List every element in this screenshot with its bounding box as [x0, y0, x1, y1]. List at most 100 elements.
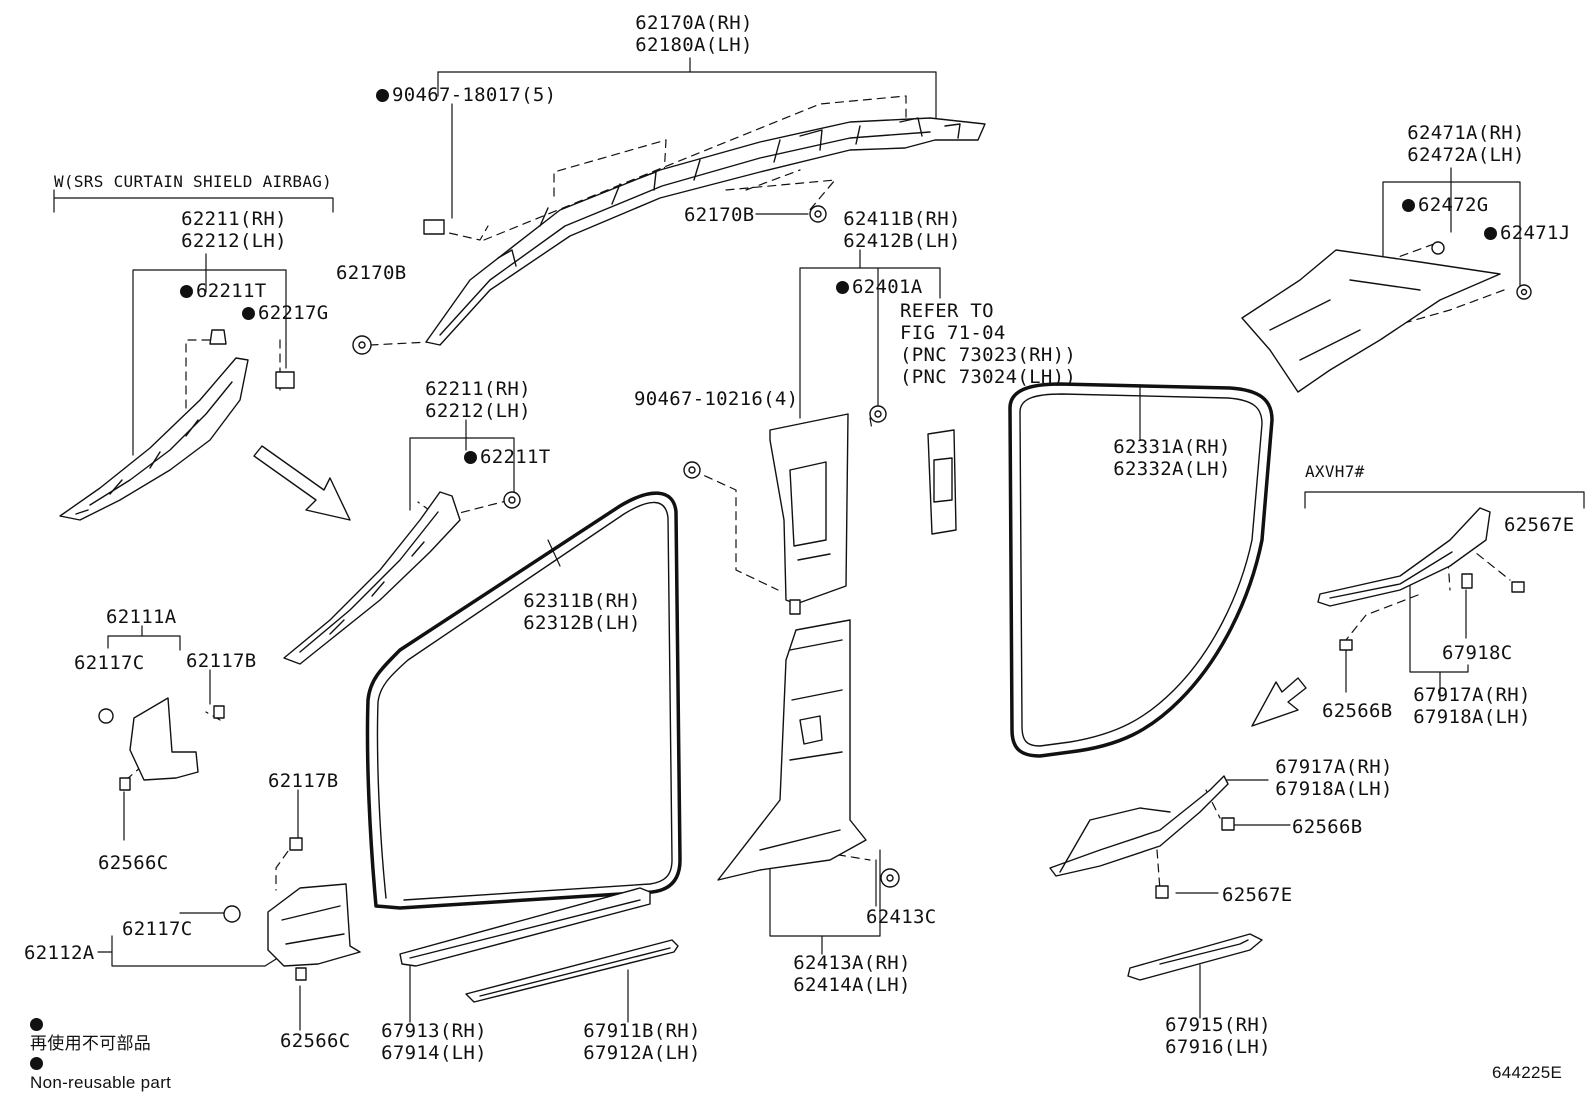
- non-reusable-dot-icon: [30, 1057, 43, 1070]
- callout-rear-step-axvh7[interactable]: 67917A(RH) 67918A(LH): [1413, 684, 1531, 728]
- front-step-cover: [399, 887, 651, 967]
- refer-line-3: (PNC 73023(RH)): [900, 344, 1077, 366]
- callout-rear-weatherstrip[interactable]: 62331A(RH) 62332A(LH): [1113, 436, 1231, 480]
- clip-62211T-lower: [503, 491, 521, 509]
- diagram-id: 644225E: [1492, 1063, 1563, 1082]
- direction-arrow-1: [253, 445, 351, 521]
- callout-62566B-a[interactable]: 62566B: [1322, 700, 1393, 722]
- callout-c-pillar[interactable]: 62471A(RH) 62472A(LH): [1407, 122, 1525, 166]
- callout-b-pillar-lower[interactable]: 62413A(RH) 62414A(LH): [793, 952, 911, 996]
- callout-front-weatherstrip[interactable]: 62311B(RH) 62312B(LH): [523, 590, 641, 634]
- non-reusable-dot-icon: [376, 89, 389, 102]
- clip-62566C-a: [119, 777, 131, 791]
- non-reusable-dot-icon: [180, 285, 193, 298]
- clip-62567E-a: [1511, 581, 1525, 593]
- clip-62211T-upper: [209, 329, 227, 345]
- callout-62401A[interactable]: 62401A: [836, 276, 922, 298]
- callout-62111A[interactable]: 62111A: [106, 606, 177, 628]
- direction-arrow-2: [1251, 677, 1307, 727]
- refer-note: REFER TO FIG 71-04 (PNC 73023(RH)) (PNC …: [900, 300, 1076, 388]
- callout-62170B-top[interactable]: 62170B: [684, 204, 755, 226]
- callout-62217G[interactable]: 62217G: [242, 302, 328, 324]
- rear-scuff-plate: [1127, 933, 1263, 981]
- callout-62566B-b[interactable]: 62566B: [1292, 816, 1363, 838]
- clip-62566C-b: [295, 967, 307, 981]
- cowl-side-trim-lower: [267, 883, 361, 967]
- rear-door-weatherstrip: [1008, 382, 1274, 758]
- callout-a-pillar-upper[interactable]: 62211(RH) 62212(LH): [181, 208, 287, 252]
- callout-62117B-b[interactable]: 62117B: [268, 770, 339, 792]
- b-pillar-garnish-upper: [769, 413, 849, 615]
- legend-line-jp: 再使用不可部品: [30, 1018, 171, 1057]
- clip-62566B-b: [1221, 817, 1235, 831]
- clip-62413C: [880, 868, 900, 888]
- callout-front-step[interactable]: 67913(RH) 67914(LH): [381, 1020, 487, 1064]
- clip-62471J: [1516, 284, 1532, 300]
- refer-line-1: REFER TO: [900, 300, 994, 322]
- callout-62117B-a[interactable]: 62117B: [186, 650, 257, 672]
- section-srs-airbag: W(SRS CURTAIN SHIELD AIRBAG): [54, 172, 333, 191]
- clip-62566B-a: [1339, 639, 1353, 651]
- c-pillar-garnish: [1241, 249, 1501, 393]
- callout-62117C-a[interactable]: 62117C: [74, 652, 145, 674]
- clip-62117B-b: [289, 837, 303, 851]
- callout-62170B-left[interactable]: 62170B: [336, 262, 407, 284]
- front-scuff-plate: [465, 939, 679, 1003]
- clip-62567E-b: [1155, 885, 1169, 899]
- callout-a-pillar-lower[interactable]: 62211(RH) 62212(LH): [425, 378, 531, 422]
- b-pillar-garnish-lower: [717, 619, 867, 881]
- a-pillar-garnish-upper: [59, 357, 295, 521]
- callout-62471J[interactable]: 62471J: [1484, 222, 1570, 244]
- callout-62413C[interactable]: 62413C: [866, 906, 937, 928]
- callout-b-pillar-upper[interactable]: 62411B(RH) 62412B(LH): [843, 208, 961, 252]
- callout-90467-10216[interactable]: 90467-10216(4): [634, 388, 799, 410]
- clip-62117C-b: [223, 905, 241, 923]
- leader-lines: [53, 57, 1585, 1031]
- legend-line-en: Non-reusable part: [30, 1057, 171, 1096]
- callout-62567E-a[interactable]: 62567E: [1504, 514, 1575, 536]
- rear-step-garnish: [1049, 775, 1229, 877]
- part-number-lh: 62180A(LH): [635, 34, 753, 56]
- section-axvh7: AXVH7#: [1305, 462, 1365, 481]
- callout-67918C[interactable]: 67918C: [1442, 642, 1513, 664]
- callout-62112A[interactable]: 62112A: [24, 942, 95, 964]
- legend: 再使用不可部品 Non-reusable part: [30, 1018, 171, 1096]
- front-door-weatherstrip: [365, 491, 682, 910]
- roof-side-garnish: [423, 117, 986, 346]
- clip-90467-10216: [683, 461, 701, 479]
- callout-rear-scuff[interactable]: 67915(RH) 67916(LH): [1165, 1014, 1271, 1058]
- callout-front-scuff[interactable]: 67911B(RH) 67912A(LH): [583, 1020, 701, 1064]
- callout-62211T-upper[interactable]: 62211T: [180, 280, 266, 302]
- non-reusable-dot-icon: [836, 281, 849, 294]
- seat-belt-anchor-cover: [927, 429, 957, 535]
- clip-62117C-a: [98, 708, 114, 724]
- callout-62472G[interactable]: 62472G: [1402, 194, 1488, 216]
- non-reusable-dot-icon: [1402, 199, 1415, 212]
- refer-line-2: FIG 71-04: [900, 322, 1006, 344]
- non-reusable-dot-icon: [242, 307, 255, 320]
- callout-62117C-b[interactable]: 62117C: [122, 918, 193, 940]
- clip-62401A: [869, 405, 887, 423]
- non-reusable-dot-icon: [30, 1018, 43, 1031]
- cowl-side-trim-upper: [129, 697, 199, 781]
- callout-62211T-lower[interactable]: 62211T: [464, 446, 550, 468]
- clip-67918C: [1461, 573, 1473, 589]
- callout-62566C-b[interactable]: 62566C: [280, 1030, 351, 1052]
- clip-62117B-a: [213, 705, 225, 719]
- clip-62170B-top: [809, 205, 827, 223]
- clip-62472G: [1431, 241, 1445, 255]
- rear-step-garnish-axvh7: [1317, 507, 1491, 607]
- part-number-rh: 62170A(RH): [635, 12, 753, 34]
- callout-62567E-b[interactable]: 62567E: [1222, 884, 1293, 906]
- callout-roof-garnish[interactable]: 62170A(RH) 62180A(LH): [635, 12, 752, 56]
- callout-62566C-a[interactable]: 62566C: [98, 852, 169, 874]
- a-pillar-garnish-lower: [283, 491, 461, 665]
- refer-line-4: (PNC 73024(LH)): [900, 366, 1077, 388]
- callout-rear-step[interactable]: 67917A(RH) 67918A(LH): [1275, 756, 1393, 800]
- clip-62170B-left: [352, 335, 372, 355]
- non-reusable-dot-icon: [1484, 227, 1497, 240]
- non-reusable-dot-icon: [464, 451, 477, 464]
- callout-90467-18017[interactable]: 90467-18017(5): [376, 84, 556, 106]
